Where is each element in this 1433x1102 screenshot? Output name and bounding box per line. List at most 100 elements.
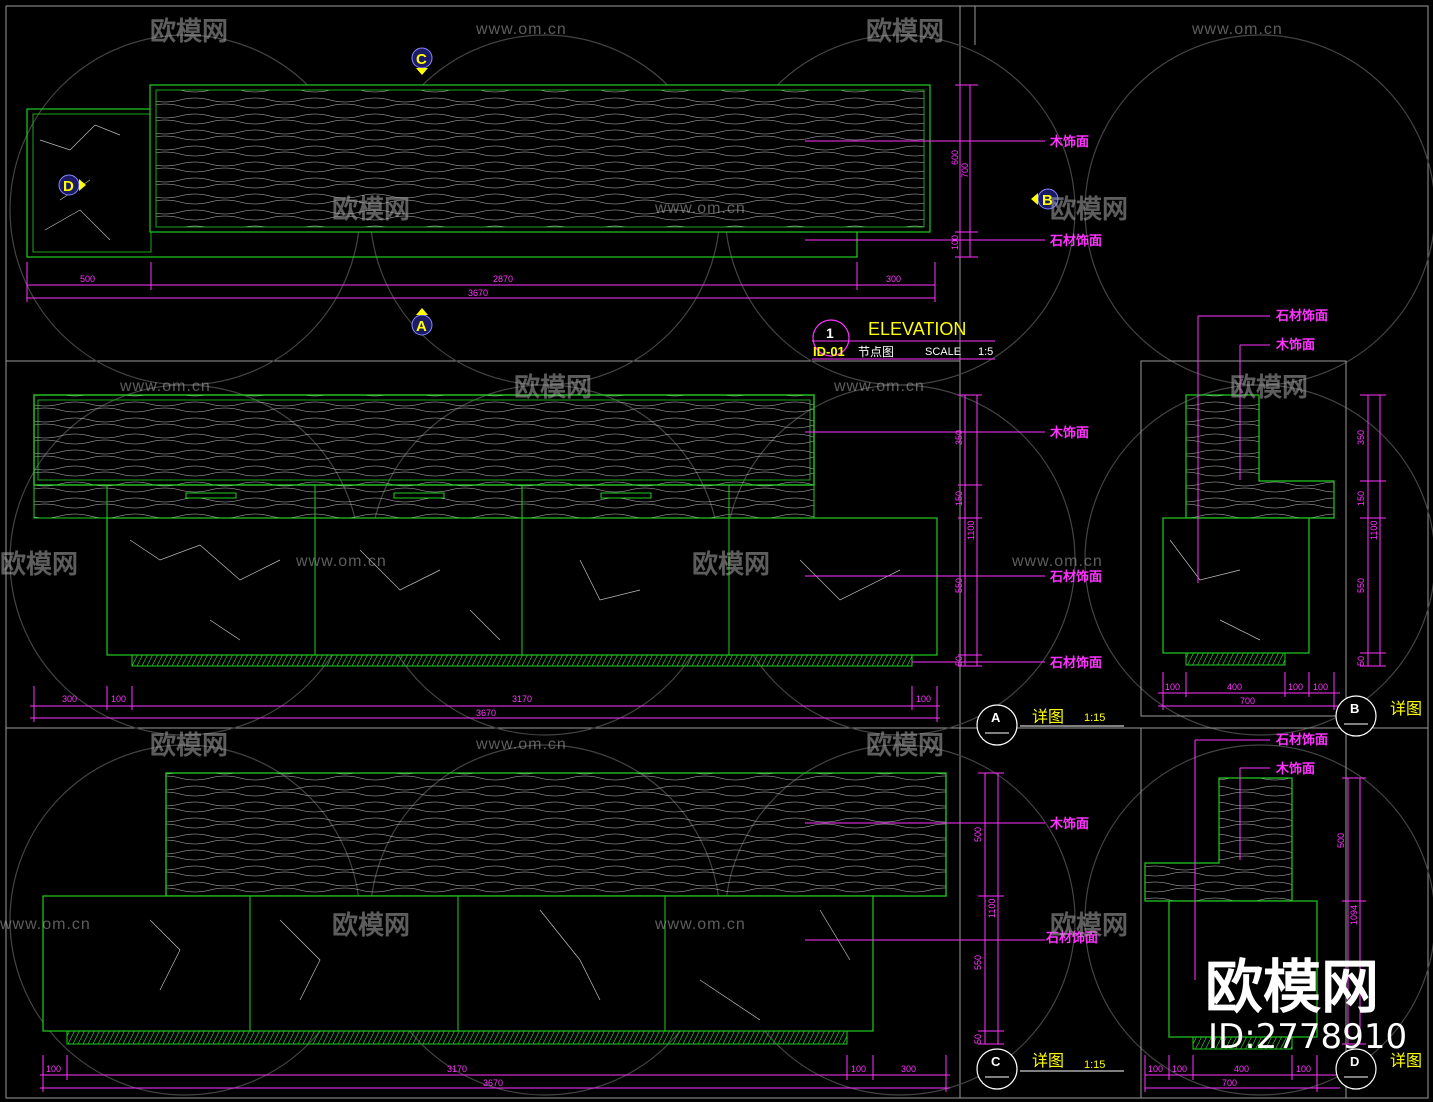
dim-text: 550 — [1356, 578, 1366, 593]
watermark-logo: 欧模网 — [866, 16, 944, 46]
title-text: ELEVATION — [868, 319, 966, 339]
dim-text: 100 — [851, 1064, 866, 1074]
detail-tag-c: C 详图 1:15 — [976, 1048, 1124, 1090]
watermark-url: www.om.cn — [654, 200, 746, 217]
watermark-logo: 欧模网 — [866, 730, 944, 760]
dim-text: 100 — [1313, 682, 1328, 692]
dim-text: 700 — [1240, 696, 1255, 706]
detail-tag-d: D 详图 — [1335, 1048, 1422, 1090]
svg-text:A: A — [991, 710, 1001, 725]
dim-text: 300 — [901, 1064, 916, 1074]
watermarks: 欧模网 www.om.cn 欧模网 www.om.cn 欧模网 www.om.c… — [0, 16, 1308, 940]
dim-text: 2870 — [493, 274, 513, 284]
svg-text:A: A — [416, 318, 427, 335]
dim-text: 100 — [950, 235, 960, 250]
dim-text: 350 — [1356, 430, 1366, 445]
section-markers: C A D B — [58, 47, 1059, 336]
label-wood: 木饰面 — [1049, 816, 1089, 831]
dim-text: 550 — [954, 578, 964, 593]
watermark-url: www.om.cn — [475, 21, 567, 38]
watermark-url: www.om.cn — [0, 916, 91, 933]
watermark-url: www.om.cn — [295, 553, 387, 570]
dim-text: 300 — [886, 274, 901, 284]
dim-text: 3670 — [468, 288, 488, 298]
svg-text:详图: 详图 — [1032, 1052, 1064, 1070]
watermark-logo-large: 欧模网 — [1205, 953, 1380, 1021]
title-subtitle: 节点图 — [858, 345, 894, 359]
dim-text: 3670 — [483, 1078, 503, 1088]
dim-text: 3170 — [447, 1064, 467, 1074]
label-stone: 石材饰面 — [1049, 655, 1102, 670]
watermark-logo: 欧模网 — [1050, 910, 1128, 940]
section-marker-c: C — [411, 47, 433, 75]
label-stone: 石材饰面 — [1275, 732, 1328, 747]
watermark-url: www.om.cn — [119, 378, 211, 395]
dim-text: 50 — [973, 1034, 983, 1044]
watermark-url: www.om.cn — [1191, 21, 1283, 38]
plan-view — [26, 84, 931, 258]
dim-text: 500 — [1336, 833, 1346, 848]
watermark-url: www.om.cn — [475, 736, 567, 753]
dim-text: 1094 — [1349, 905, 1359, 925]
dim-text: 1100 — [966, 521, 976, 540]
svg-text:详图: 详图 — [1390, 1052, 1422, 1070]
svg-text:详图: 详图 — [1032, 708, 1064, 726]
watermark-logo: 欧模网 — [150, 730, 228, 760]
dim-text: 500 — [80, 274, 95, 284]
label-stone: 石材饰面 — [1049, 233, 1102, 248]
label-wood: 木饰面 — [1049, 134, 1089, 149]
label-wood: 木饰面 — [1049, 425, 1089, 440]
section-marker-b: B — [1031, 188, 1059, 210]
dim-text: 550 — [973, 955, 983, 970]
elevation-c — [42, 772, 947, 1045]
title-block: 1 ELEVATION ID-01 节点图 SCALE 1:5 — [812, 319, 993, 359]
watermark-url: www.om.cn — [833, 378, 925, 395]
dim-text: 3670 — [476, 708, 496, 718]
dimension-lines — [26, 84, 1386, 1092]
dim-text: 100 — [916, 694, 931, 704]
material-labels: 木饰面 石材饰面 木饰面 石材饰面 石材饰面 木饰面 石材饰面 石材饰面 木饰面… — [1045, 134, 1328, 945]
dim-text: 700 — [960, 163, 970, 178]
svg-text:1:15: 1:15 — [1084, 712, 1105, 724]
scale-value: 1:5 — [978, 346, 993, 358]
svg-text:C: C — [991, 1054, 1001, 1069]
detail-tag-b: B 详图 — [1335, 695, 1422, 737]
dim-text: 50 — [954, 656, 964, 666]
section-b — [1140, 360, 1347, 717]
watermark-url: www.om.cn — [654, 916, 746, 933]
dim-text: 100 — [1288, 682, 1303, 692]
label-stone: 石材饰面 — [1045, 930, 1098, 945]
dim-text: 100 — [1148, 1064, 1163, 1074]
dim-text: 150 — [1356, 491, 1366, 506]
watermark-logo: 欧模网 — [0, 549, 78, 579]
sheet-number: ID-01 — [813, 344, 845, 359]
dim-text: 400 — [1227, 682, 1242, 692]
dimension-values: 500 2870 300 3670 600 700 100 300 100 31… — [46, 150, 1379, 1088]
svg-text:D: D — [1350, 1054, 1359, 1069]
watermark-logo: 欧模网 — [1230, 372, 1308, 402]
dim-text: 50 — [1356, 656, 1366, 666]
dim-text: 1100 — [987, 899, 997, 918]
dim-text: 100 — [111, 694, 126, 704]
watermark-logo: 欧模网 — [332, 910, 410, 940]
dim-text: 100 — [1172, 1064, 1187, 1074]
label-stone: 石材饰面 — [1275, 308, 1328, 323]
label-wood: 木饰面 — [1275, 337, 1315, 352]
watermark-logo: 欧模网 — [514, 372, 592, 402]
dim-text: 400 — [1234, 1064, 1249, 1074]
svg-text:C: C — [416, 51, 427, 68]
dim-text: 350 — [954, 430, 964, 445]
dim-text: 500 — [973, 827, 983, 842]
dim-text: 600 — [950, 150, 960, 165]
watermark-id: ID:2778910 — [1208, 1017, 1408, 1057]
elevation-a — [33, 394, 938, 667]
detail-tags: A 详图 1:15 B 详图 C 详图 1:15 D 详图 — [976, 695, 1422, 1090]
dim-text: 1100 — [1369, 521, 1379, 540]
watermark-circles — [9, 34, 1433, 1096]
scale-label: SCALE — [925, 346, 961, 358]
watermark-logo: 欧模网 — [1050, 194, 1128, 224]
svg-text:B: B — [1350, 701, 1359, 716]
dim-text: 3170 — [512, 694, 532, 704]
section-marker-a: A — [411, 308, 433, 336]
